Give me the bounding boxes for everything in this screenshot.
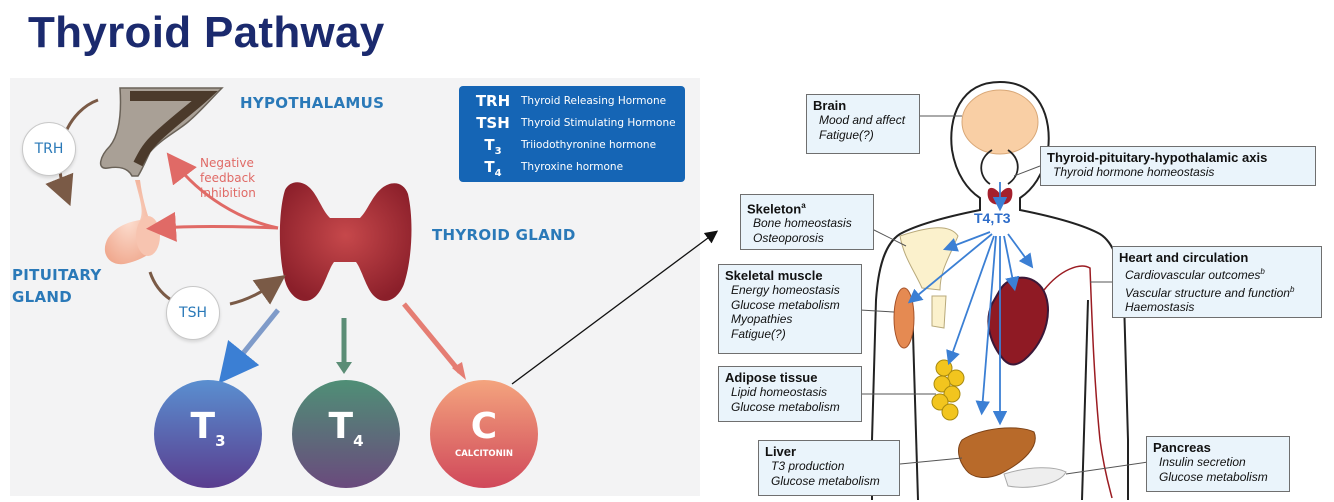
pituitary-label-line1: PITUITARY xyxy=(12,266,102,284)
tsh-circle: TSH xyxy=(166,286,220,340)
hypothalamus-label: HYPOTHALAMUS xyxy=(240,94,385,112)
legend-row: T4 Thyroxine hormone xyxy=(459,158,685,180)
box-item: Insulin secretion xyxy=(1159,455,1246,469)
box-title: Pancreas xyxy=(1153,440,1211,455)
legend-name: Thyroid Releasing Hormone xyxy=(521,95,667,107)
box-title: Adipose tissue xyxy=(725,370,818,385)
legend-abbr: T3 xyxy=(484,136,502,157)
skeleton-illustration xyxy=(899,227,959,291)
skeleton-box: Skeletona Bone homeostasis Osteoporosis xyxy=(740,194,874,250)
liver-illustration xyxy=(958,427,1036,478)
box-item: Osteoporosis xyxy=(753,230,824,245)
calcitonin-label: CALCITONIN xyxy=(454,449,514,459)
brain-illustration xyxy=(961,89,1039,155)
heart-box: Heart and circulation Cardiovascular out… xyxy=(1112,246,1322,318)
box-item: Haemostasis xyxy=(1125,300,1195,314)
pituitary-label-line2: GLAND xyxy=(12,288,72,306)
hormone-arrows xyxy=(907,182,1034,426)
brain-box: Brain Mood and affect Fatigue(?) xyxy=(806,94,920,154)
page-title: Thyroid Pathway xyxy=(28,8,385,57)
t3-ball-label: T3 xyxy=(190,405,226,451)
trh-label: TRH xyxy=(34,141,64,157)
t4-t3-label: T4,T3 xyxy=(974,210,1011,226)
legend-name: Thyroxine hormone xyxy=(521,161,624,173)
liver-box: Liver T3 production Glucose metabolism xyxy=(758,440,900,496)
box-item: T3 production xyxy=(771,459,845,473)
adipose-box: Adipose tissue Lipid homeostasis Glucose… xyxy=(718,366,862,422)
box-title: Brain xyxy=(813,98,847,113)
box-item: Glucose metabolism xyxy=(731,399,840,414)
box-item: Cardiovascular outcomesb xyxy=(1125,267,1265,282)
thyroid-illustration xyxy=(279,182,412,301)
box-title: Heart and circulation xyxy=(1119,250,1249,265)
box-item: Lipid homeostasis xyxy=(731,385,828,399)
t4-ball-label: T4 xyxy=(328,405,364,451)
pancreas-box: Pancreas Insulin secretion Glucose metab… xyxy=(1146,436,1290,492)
trh-circle: TRH xyxy=(22,122,76,176)
box-item: Bone homeostasis xyxy=(753,216,852,231)
adipose-illustration xyxy=(931,359,965,421)
feedback-label: Negative feedback inhibition xyxy=(200,156,256,201)
legend-abbr: TRH xyxy=(475,92,511,110)
thyroid-gland-label: THYROID GLAND xyxy=(432,226,576,244)
box-item: Myopathies xyxy=(731,312,793,326)
box-item: Energy homeostasis xyxy=(731,283,840,297)
box-title: Skeletal muscle xyxy=(725,268,823,283)
t4-ball: T4 xyxy=(292,380,400,488)
legend-row: T3 Triiodothyronine hormone xyxy=(459,136,685,158)
box-item: Thyroid hormone homeostasis xyxy=(1053,165,1215,179)
box-item: Glucose metabolism xyxy=(731,297,840,312)
box-item: Glucose metabolism xyxy=(771,473,880,488)
t3-ball: T3 xyxy=(154,380,262,488)
legend-abbr: TSH xyxy=(476,114,510,132)
box-item: Glucose metabolism xyxy=(1159,469,1268,484)
calcitonin-ball: C CALCITONIN xyxy=(430,380,538,488)
hypothalamus-illustration xyxy=(99,87,224,177)
box-title: Thyroid-pituitary-hypothalamic axis xyxy=(1047,150,1268,165)
feedback-line3: inhibition xyxy=(200,186,256,200)
legend-name: Triiodothyronine hormone xyxy=(521,139,657,151)
feedback-line1: Negative xyxy=(200,156,254,170)
box-title: Skeletona xyxy=(747,201,806,217)
muscle-box: Skeletal muscle Energy homeostasis Gluco… xyxy=(718,264,862,354)
tsh-label: TSH xyxy=(179,305,207,321)
box-item: Mood and affect xyxy=(819,113,906,127)
box-item: Vascular structure and functionb xyxy=(1125,284,1295,300)
legend-row: TSH Thyroid Stimulating Hormone xyxy=(459,114,685,136)
box-item: Fatigue(?) xyxy=(731,326,786,341)
calcitonin-letter: C xyxy=(470,406,498,447)
legend-name: Thyroid Stimulating Hormone xyxy=(521,117,676,129)
axis-box: Thyroid-pituitary-hypothalamic axis Thyr… xyxy=(1040,146,1316,186)
pituitary-illustration xyxy=(104,180,160,265)
muscle-illustration xyxy=(893,287,915,349)
box-item: Fatigue(?) xyxy=(819,127,874,142)
feedback-line2: feedback xyxy=(200,171,256,185)
pancreas-illustration xyxy=(1003,467,1067,488)
legend-abbr: T4 xyxy=(484,158,502,179)
axis-loop xyxy=(980,149,1019,185)
hormone-legend: TRH Thyroid Releasing Hormone TSH Thyroi… xyxy=(459,86,685,182)
heart-illustration xyxy=(987,276,1049,366)
legend-row: TRH Thyroid Releasing Hormone xyxy=(459,92,685,114)
box-title: Liver xyxy=(765,444,797,459)
